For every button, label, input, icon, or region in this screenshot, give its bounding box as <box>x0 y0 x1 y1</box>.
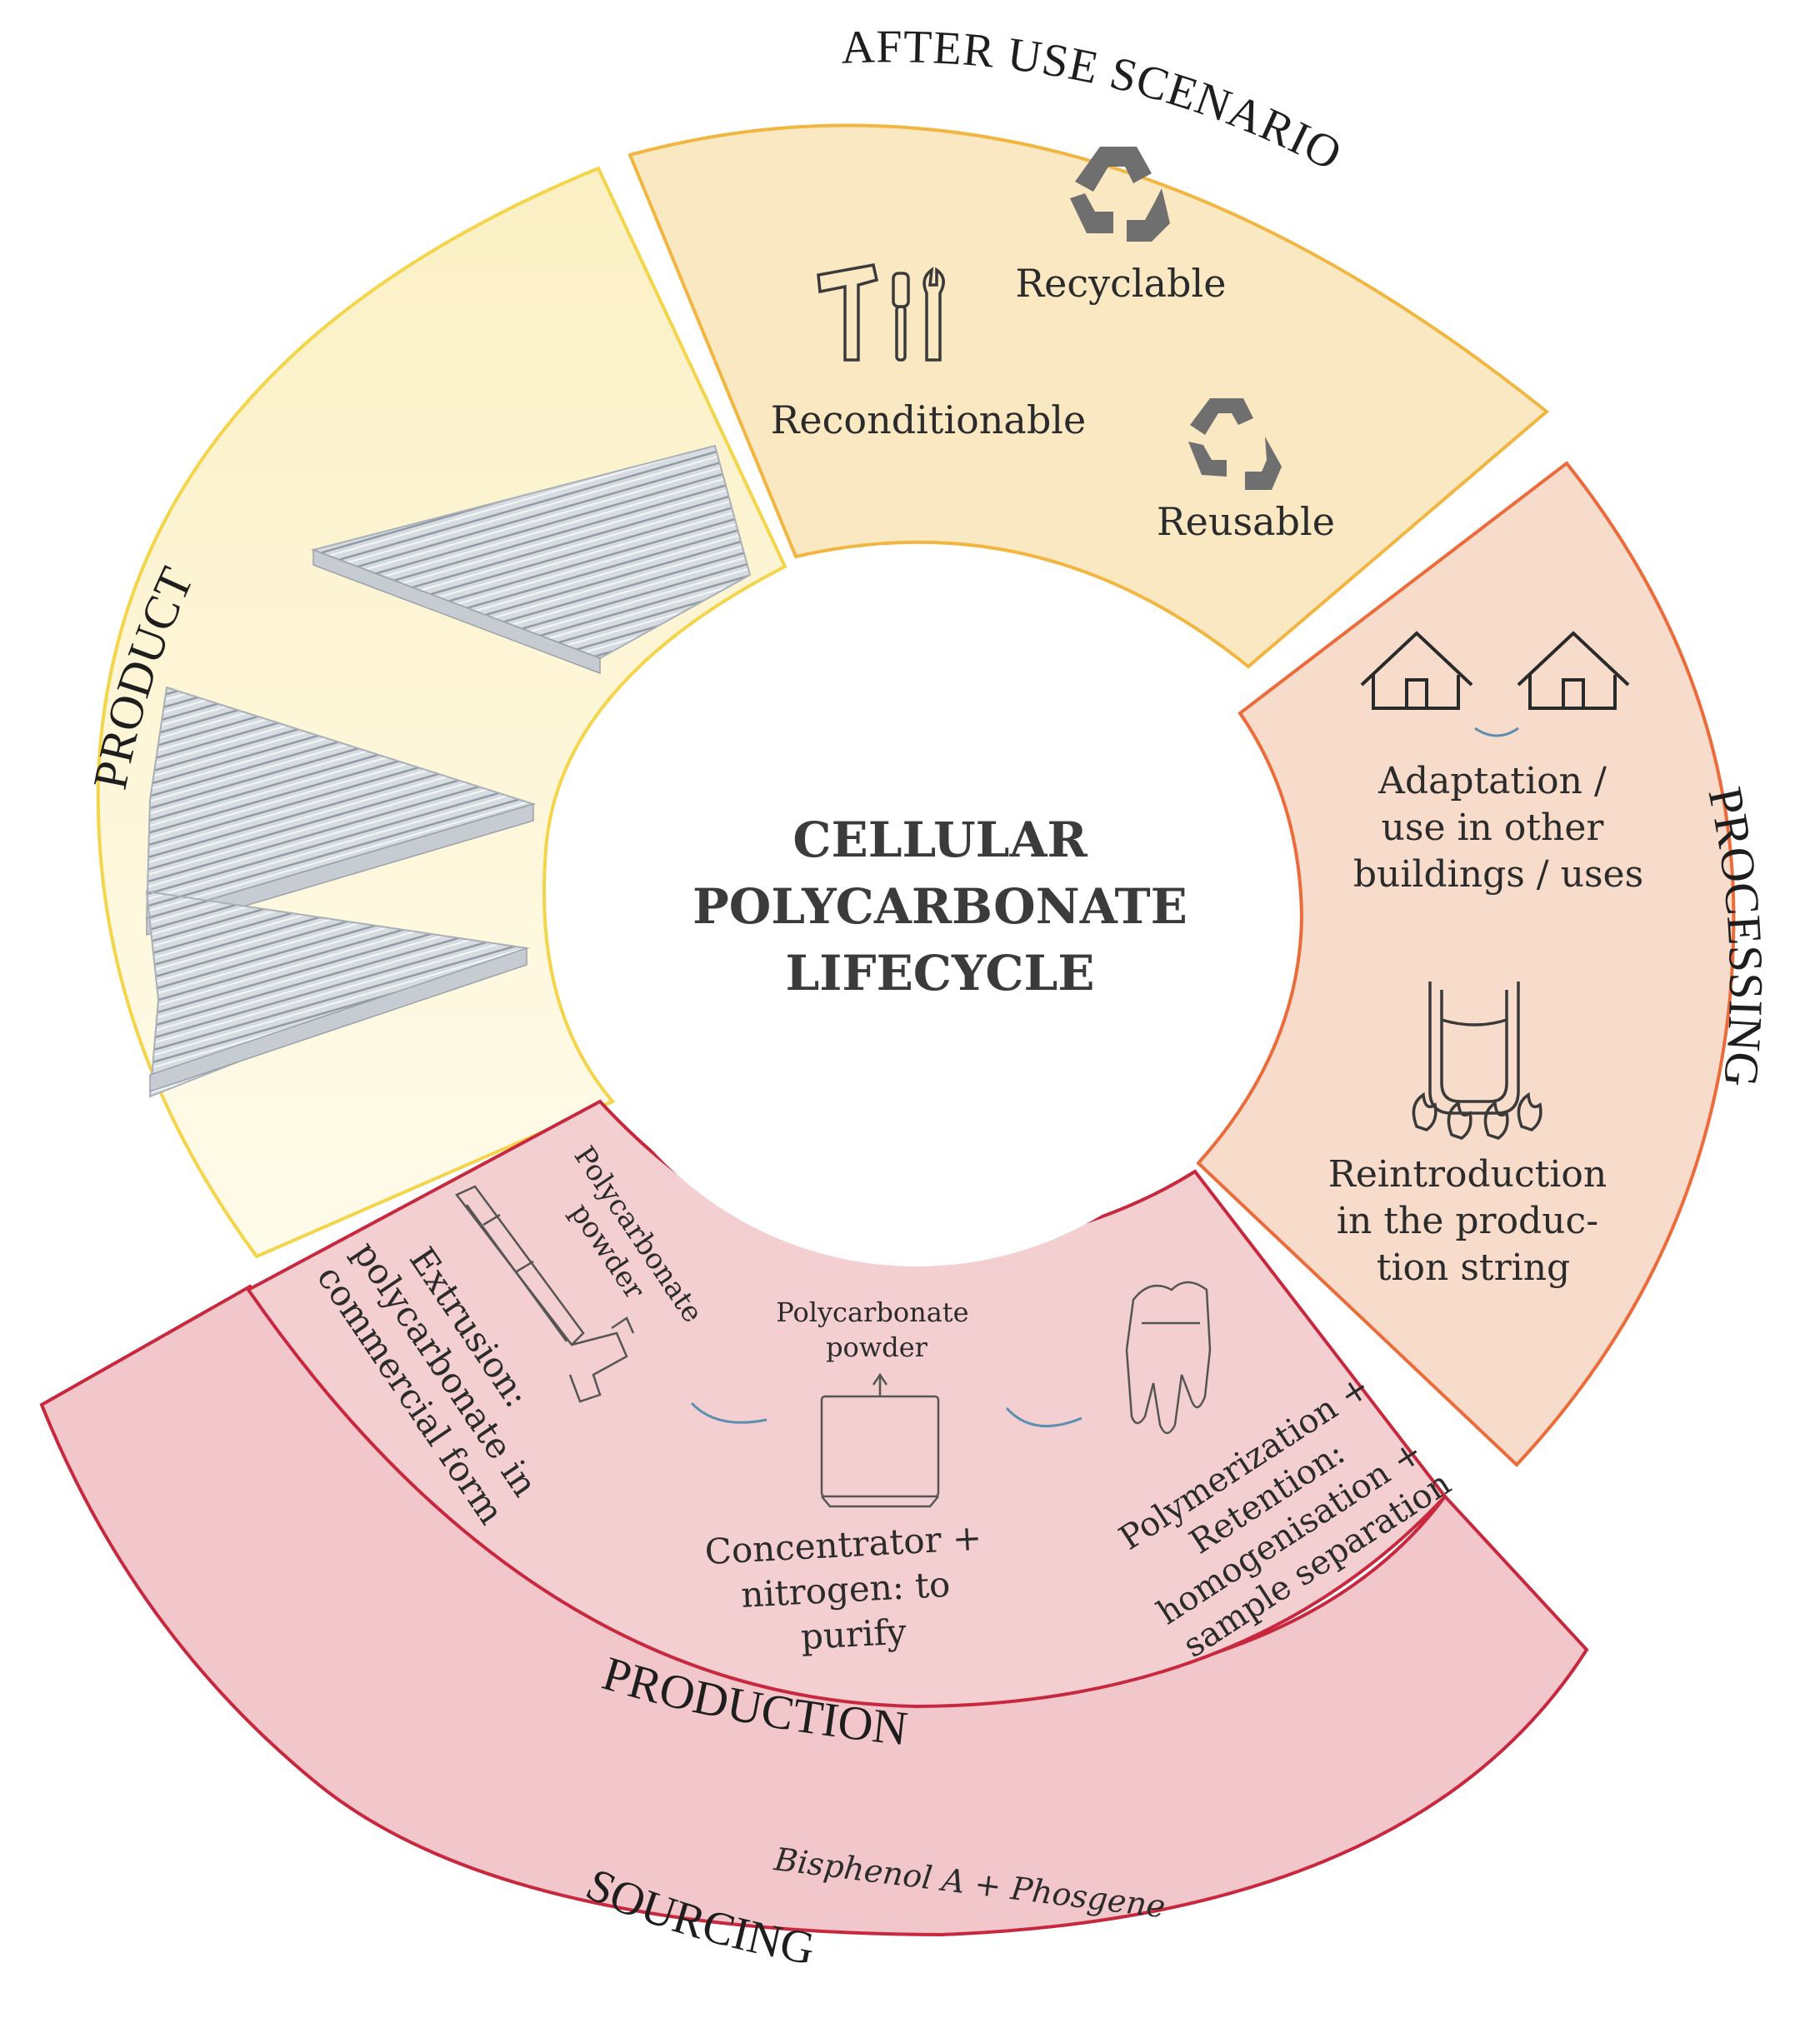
tools-icon <box>817 262 945 362</box>
production-segment: PRODUCTION Polycarbonate powder Extrusio… <box>246 1099 1458 1756</box>
house-icon <box>1360 631 1473 710</box>
extruder-icon <box>455 1185 635 1403</box>
reactor-icon <box>1125 1281 1212 1435</box>
after-use-segment-shape <box>628 123 1550 669</box>
adaptation-text: Adaptation / use in other buildings / us… <box>1353 760 1643 896</box>
processing-segment: PROCESSING Adaptation / use in other bui… <box>1196 461 1773 1467</box>
center-title-line3: LIFECYCLE <box>786 945 1095 1002</box>
concentrator-icon <box>820 1372 940 1508</box>
crucible-icon <box>1412 982 1542 1140</box>
center-title: CELLULAR POLYCARBONATE LIFECYCLE <box>692 812 1188 1002</box>
product-segment: PRODUCT <box>82 166 788 1259</box>
house-icon-2 <box>1517 631 1630 710</box>
reintroduction-text: Reintroduction in the produc- tion strin… <box>1328 1153 1619 1289</box>
recyclable-label: Recyclable <box>1016 261 1227 306</box>
reconditionable-label: Reconditionable <box>771 397 1086 442</box>
recycle-icon <box>1070 147 1170 242</box>
polycarbonate-sheets-image <box>145 444 752 1098</box>
concentrator-text: Concentrator + nitrogen: to purify <box>704 1516 999 1662</box>
flow-arrow-icon <box>690 1401 768 1424</box>
center-title-line1: CELLULAR <box>792 812 1088 868</box>
flow-arrow-icon-2 <box>1005 1407 1082 1428</box>
reusable-label: Reusable <box>1157 499 1335 544</box>
center-title-line2: POLYCARBONATE <box>692 878 1188 935</box>
processing-segment-shape <box>1196 461 1736 1467</box>
center-circle <box>558 550 1275 1266</box>
transfer-arrow-icon <box>1474 727 1519 737</box>
powder-text: Polycarbonate powder <box>776 1296 978 1363</box>
reuse-icon <box>1188 398 1282 490</box>
